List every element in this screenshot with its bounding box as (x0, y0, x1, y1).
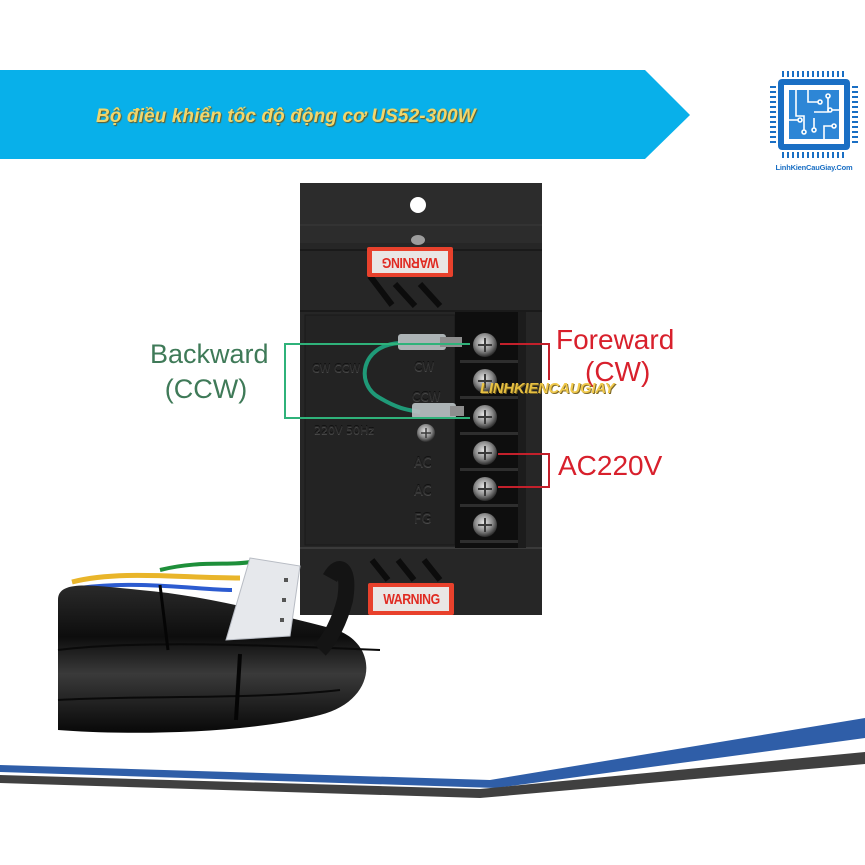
panel-label-cw: CW (414, 360, 435, 374)
footer-stripes (0, 718, 865, 798)
terminal-screw-slot (478, 518, 492, 532)
terminal-separator (460, 468, 518, 471)
terminal-block (455, 312, 526, 548)
panel-label-fg: FG (414, 512, 432, 527)
terminal-separator (460, 504, 518, 507)
chip-pins-right (852, 86, 858, 143)
terminal-screw-slot (478, 338, 492, 352)
backward-bracket (284, 343, 470, 419)
watermark: LINHKIENCAUGIAY (480, 380, 615, 397)
chip-pins-left (770, 86, 776, 143)
ac220-bracket (498, 453, 550, 488)
backward-ccw-label: (CCW) (164, 374, 248, 404)
banner-title: Bộ điều khiển tốc độ động cơ US52-300W (96, 106, 476, 127)
terminal-separator (460, 432, 518, 435)
mounting-hole (410, 197, 426, 213)
chip-pins-top (782, 71, 844, 77)
panel-label-ac1: AC (414, 456, 432, 471)
terminal-screw-slot (478, 446, 492, 460)
panel-label-cw-ccw: CW CCW (312, 362, 361, 375)
circuit-chip-icon (770, 71, 858, 158)
warning-text-bottom: WARNING (382, 590, 440, 608)
forward-label: Foreward (556, 324, 675, 355)
terminal-separator (460, 360, 518, 363)
terminal-screw-slot (478, 482, 492, 496)
chip-pins-bottom (782, 152, 844, 158)
forward-cw-label: (CW) (585, 356, 651, 387)
panel-label-ac2: AC (414, 484, 432, 499)
terminal-screw-slot (478, 374, 492, 388)
circuit-traces (789, 90, 839, 139)
panel-label-voltage: 220V 50Hz (314, 424, 375, 437)
vent-slots-bottom (369, 558, 443, 582)
warning-label-top: WARNING (367, 247, 453, 277)
terminal-screw-slot (478, 410, 492, 424)
ac220v-label: AC220V (558, 450, 663, 481)
jumper-wire (362, 334, 464, 419)
warning-text-top: WARNING (381, 253, 439, 271)
terminal-separator (460, 540, 518, 543)
terminal-separator (460, 396, 518, 399)
banner-arrow-shape (0, 70, 690, 159)
panel-label-ccw: CCW (412, 390, 441, 404)
vent-slots-top (367, 274, 443, 309)
forward-bracket (500, 343, 550, 380)
connector-plug (225, 557, 301, 641)
indicator-led (411, 235, 425, 245)
title-banner (0, 70, 690, 159)
logo-text: LinhKienCauGiay.Com (775, 163, 853, 172)
backward-label: Backward (150, 339, 269, 369)
warning-label-bottom: WARNING (368, 583, 454, 615)
